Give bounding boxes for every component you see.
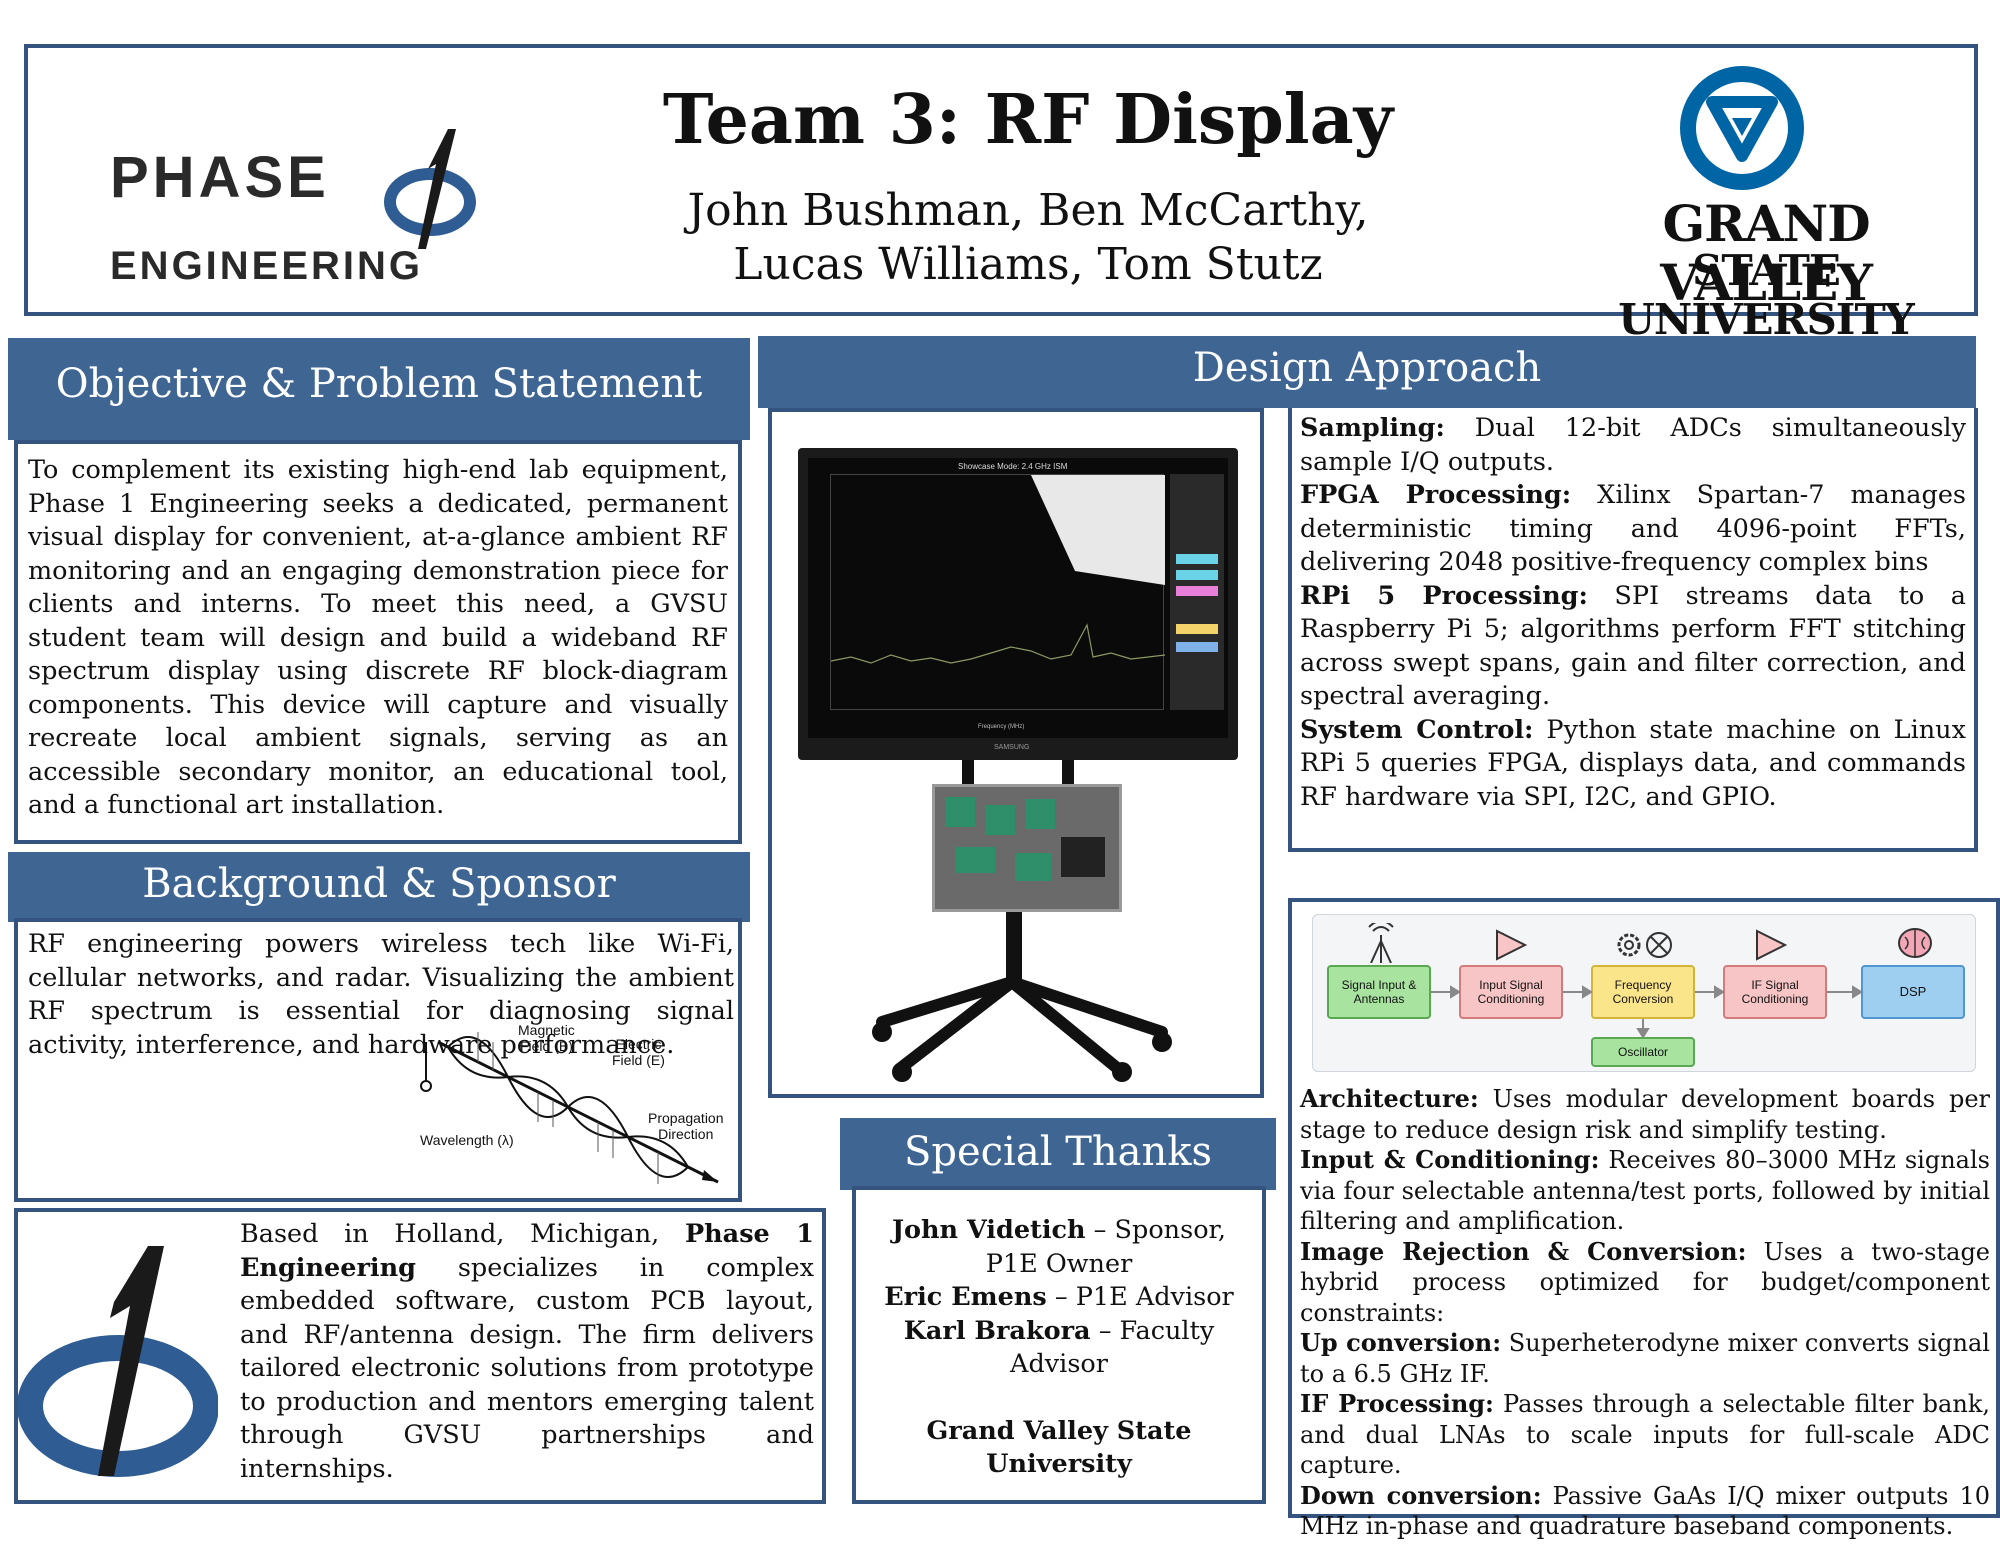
thanks-heading-bar: Special Thanks bbox=[840, 1118, 1276, 1190]
logo-word-engineering: ENGINEERING bbox=[110, 244, 424, 288]
authors-line-2: Lucas Williams, Tom Stutz bbox=[733, 239, 1323, 290]
if-amplifier-icon bbox=[1756, 929, 1788, 961]
background-box: RF engineering powers wireless tech like… bbox=[14, 918, 742, 1202]
em-wave-diagram bbox=[420, 1032, 719, 1184]
phase-engineering-logo: PHASE ENGINEERING bbox=[110, 84, 490, 288]
screen-side-panel bbox=[1170, 474, 1224, 710]
monitor: Showcase Mode: 2.4 GHz ISM Frequency (MH… bbox=[798, 448, 1238, 760]
mixer-gear-icon bbox=[1617, 932, 1672, 958]
arch-item-input: Input & Conditioning: Receives 80–3000 M… bbox=[1300, 1145, 1990, 1235]
poster-title: Team 3: RF Display bbox=[662, 80, 1394, 160]
spectrum-trace bbox=[831, 475, 1165, 664]
background-text: RF engineering powers wireless tech like… bbox=[28, 929, 734, 1060]
logo-word-phase: PHASE bbox=[110, 145, 330, 210]
electronics-enclosure bbox=[932, 784, 1122, 912]
authors-line-1: John Bushman, Ben McCarthy, bbox=[687, 185, 1369, 236]
design-text-box: Sampling: Dual 12-bit ADCs simultaneousl… bbox=[1288, 408, 1978, 852]
diagram-label-wavelength: Wavelength (λ) bbox=[420, 1132, 514, 1148]
gvsu-logo-icon bbox=[1680, 66, 1804, 190]
thanks-heading: Special Thanks bbox=[903, 1129, 1213, 1175]
arch-item-up-conversion: Up conversion: Superheterodyne mixer con… bbox=[1300, 1328, 1990, 1388]
screen-xlabel: Frequency (MHz) bbox=[978, 724, 1025, 730]
gvsu-wordmark-line-2: STATE UNIVERSITY bbox=[1618, 246, 1914, 344]
background-heading: Background & Sponsor bbox=[142, 861, 616, 907]
design-item-system-control: System Control: Python state machine on … bbox=[1300, 714, 1966, 812]
antenna-icon bbox=[1368, 923, 1394, 963]
architecture-text: Architecture: Uses modular development b… bbox=[1300, 1084, 1990, 1542]
objective-text: To complement its existing high-end lab … bbox=[28, 455, 728, 820]
block-signal-input: Signal Input &Antennas bbox=[1327, 965, 1431, 1019]
objective-heading: Objective & Problem Statement bbox=[55, 361, 703, 407]
arch-item-down-conversion: Down conversion: Passive GaAs I/Q mixer … bbox=[1300, 1480, 1991, 1541]
header-box: PHASE ENGINEERING Team 3: RF Display Joh… bbox=[24, 44, 1978, 344]
phase-one-large-logo-icon bbox=[18, 1246, 218, 1477]
sponsor-box: Based in Holland, Michigan, Phase 1 Engi… bbox=[14, 1208, 826, 1504]
objective-heading-bar: Objective & Problem Statement bbox=[8, 338, 750, 440]
monitor-screen: Showcase Mode: 2.4 GHz ISM Frequency (MH… bbox=[808, 458, 1228, 738]
block-arrows bbox=[1431, 985, 1863, 1039]
sponsor-text: Based in Holland, Michigan, Phase 1 Engi… bbox=[240, 1219, 814, 1484]
design-heading: Design Approach bbox=[1192, 345, 1542, 391]
arch-item-architecture: Architecture: Uses modular development b… bbox=[1300, 1084, 1990, 1144]
arch-item-image-rejection: Image Rejection & Conversion: Uses a two… bbox=[1300, 1236, 1991, 1327]
thanks-box: John Videtich – Sponsor, P1E Owner Eric … bbox=[852, 1186, 1266, 1504]
thanks-row-emens: Eric Emens – P1E Advisor bbox=[884, 1282, 1234, 1312]
thanks-university: Grand Valley State University bbox=[926, 1415, 1192, 1480]
screen-plot-area bbox=[830, 474, 1165, 710]
thanks-row-brakora: Karl Brakora – Faculty Advisor bbox=[903, 1315, 1215, 1380]
thanks-row-videtich: John Videtich – Sponsor, P1E Owner bbox=[891, 1215, 1227, 1279]
monitor-brand: SAMSUNG bbox=[994, 744, 1030, 751]
design-heading-bar: Design Approach bbox=[758, 336, 1976, 408]
amplifier-icon bbox=[1496, 929, 1528, 961]
design-item-rpi: RPi 5 Processing: SPI streams data to a … bbox=[1300, 580, 1966, 712]
arch-item-if-processing: IF Processing: Passes through a selectab… bbox=[1300, 1389, 1990, 1479]
stand-base-pole bbox=[1006, 912, 1022, 982]
design-item-fpga: FPGA Processing: Xilinx Spartan-7 manage… bbox=[1300, 480, 1966, 577]
design-item-sampling: Sampling: Dual 12-bit ADCs simultaneousl… bbox=[1300, 413, 1966, 477]
phase-one-logo-icon bbox=[384, 129, 476, 249]
gvsu-wordmark-line-1: GRAND VALLEY bbox=[1660, 194, 1873, 312]
block-oscillator: Oscillator bbox=[1591, 1037, 1695, 1067]
objective-box: To complement its existing high-end lab … bbox=[14, 440, 742, 844]
screen-title: Showcase Mode: 2.4 GHz ISM bbox=[958, 462, 1068, 471]
background-heading-bar: Background & Sponsor bbox=[8, 852, 750, 922]
stand-base bbox=[872, 976, 1172, 1082]
brain-icon bbox=[1898, 928, 1932, 958]
prototype-photo-box: Showcase Mode: 2.4 GHz ISM Frequency (MH… bbox=[768, 408, 1264, 1098]
